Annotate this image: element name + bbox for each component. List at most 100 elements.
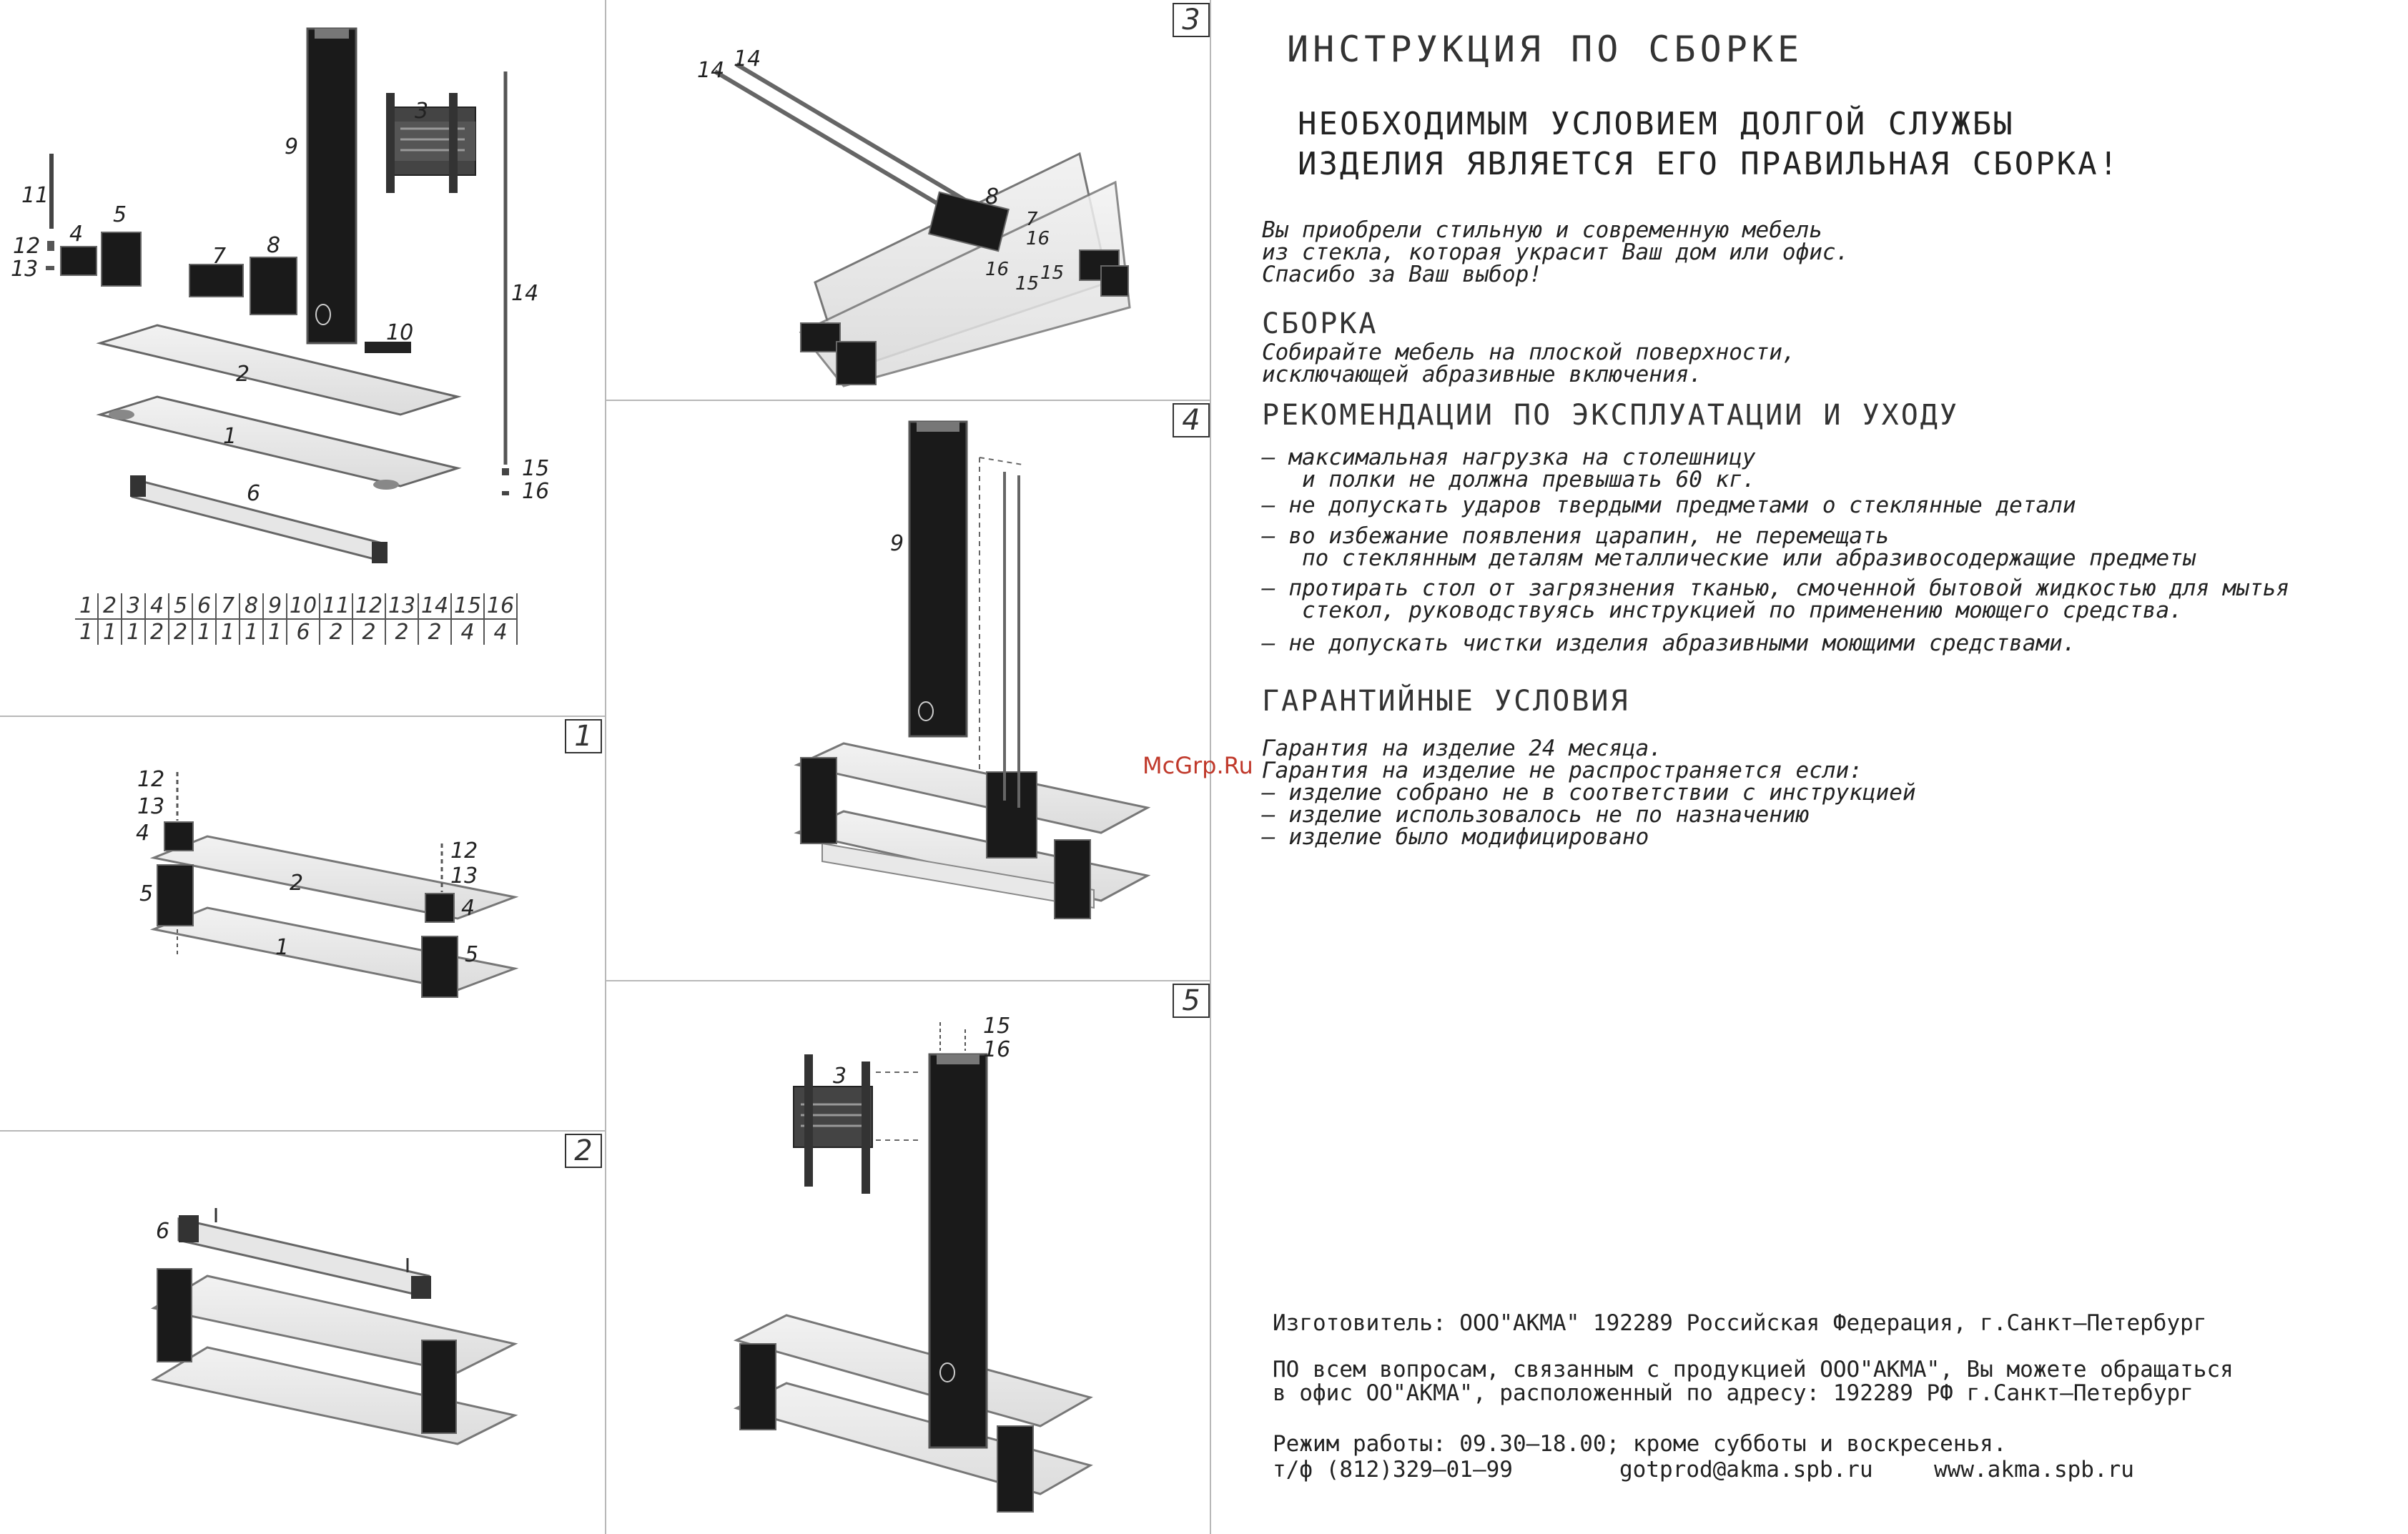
parts-table-number: 12 bbox=[353, 593, 386, 618]
step1-label-13: 13 bbox=[137, 794, 164, 819]
parts-table-number: 9 bbox=[264, 593, 287, 618]
step-5-drawing bbox=[733, 1022, 1093, 1513]
document-title: ИНСТРУКЦИЯ ПО СБОРКЕ bbox=[1287, 29, 1804, 70]
email: gotprod@akma.spb.ru bbox=[1619, 1457, 1873, 1483]
parts-table-quantity: 4 bbox=[485, 620, 518, 645]
parts-table-number: 1 bbox=[75, 593, 99, 618]
step-1-frame bbox=[0, 717, 606, 1132]
care-item-2: – не допускать ударов твердыми предметам… bbox=[1262, 493, 2076, 518]
step-3-frame bbox=[606, 0, 1211, 401]
parts-table-number: 11 bbox=[320, 593, 353, 618]
step1-label-1: 1 bbox=[275, 935, 289, 960]
step4-label-9: 9 bbox=[890, 531, 904, 556]
step3-label-16b: 16 bbox=[985, 259, 1009, 280]
step3-label-16: 16 bbox=[1026, 228, 1050, 249]
label-12: 12 bbox=[13, 234, 40, 259]
intro-text: Вы приобрели стильную и современную мебе… bbox=[1262, 217, 1850, 287]
parts-table-number: 8 bbox=[240, 593, 264, 618]
step3-label-15b: 15 bbox=[1015, 273, 1039, 295]
step1-label-13b: 13 bbox=[450, 864, 478, 889]
parts-table-number: 6 bbox=[193, 593, 217, 618]
parts-table-number: 16 bbox=[485, 593, 518, 618]
step3-label-14b: 14 bbox=[734, 46, 761, 71]
step1-label-5: 5 bbox=[139, 881, 153, 906]
parts-table-quantity: 2 bbox=[419, 620, 452, 645]
warranty-text: Гарантия на изделие 24 месяца. Гарантия … bbox=[1262, 736, 1916, 850]
part-16-washer bbox=[502, 491, 509, 495]
watermark: McGrp.Ru bbox=[1143, 752, 1253, 779]
step3-label-7: 7 bbox=[1026, 209, 1038, 230]
step1-label-12: 12 bbox=[137, 767, 164, 792]
step1-label-4b: 4 bbox=[461, 896, 475, 921]
website: www.akma.spb.ru bbox=[1934, 1457, 2134, 1483]
step-4-frame bbox=[606, 401, 1211, 981]
part-13-washer bbox=[46, 266, 54, 270]
working-hours: Режим работы: 09.30–18.00; кроме субботы… bbox=[1273, 1431, 2007, 1457]
step3-label-8: 8 bbox=[985, 184, 999, 209]
care-item-4: – протирать стол от загрязнения тканью, … bbox=[1262, 575, 2290, 623]
step3-label-15: 15 bbox=[1040, 262, 1064, 284]
part-7-block bbox=[189, 264, 244, 297]
parts-table-number: 7 bbox=[217, 593, 240, 618]
parts-table-quantity: 1 bbox=[75, 620, 99, 645]
part-15-screw bbox=[502, 468, 509, 475]
parts-table-number: 14 bbox=[419, 593, 452, 618]
step-3-drawing bbox=[714, 62, 1131, 387]
assembly-heading: СБОРКА bbox=[1262, 307, 1378, 340]
parts-overview-frame bbox=[0, 0, 606, 717]
parts-table-quantity: 6 bbox=[287, 620, 320, 645]
label-4: 4 bbox=[69, 222, 83, 247]
step-number-5: 5 bbox=[1173, 984, 1210, 1018]
label-15: 15 bbox=[522, 456, 549, 481]
care-item-3: – во избежание появления царапин, не пер… bbox=[1262, 523, 2196, 571]
step-5-frame bbox=[606, 981, 1211, 1534]
label-8: 8 bbox=[267, 233, 280, 258]
parts-table-quantity: 1 bbox=[193, 620, 217, 645]
part-9-column bbox=[306, 27, 357, 345]
step5-label-15: 15 bbox=[983, 1014, 1010, 1039]
label-9: 9 bbox=[285, 134, 298, 159]
step1-label-5b: 5 bbox=[465, 942, 478, 967]
contact-text: ПО всем вопросам, связанным с продукцией… bbox=[1273, 1357, 2234, 1406]
label-11: 11 bbox=[21, 183, 49, 208]
parts-table-quantity: 1 bbox=[99, 620, 122, 645]
care-item-5: – не допускать чистки изделия абразивным… bbox=[1262, 630, 2076, 656]
label-16: 16 bbox=[522, 479, 549, 504]
part-3-tv-bracket bbox=[386, 93, 476, 193]
parts-table-quantity: 2 bbox=[386, 620, 419, 645]
care-item-1: – максимальная нагрузка на столешницу и … bbox=[1262, 445, 1756, 493]
label-14: 14 bbox=[511, 281, 538, 306]
parts-table-quantity: 4 bbox=[452, 620, 485, 645]
step2-label-6: 6 bbox=[156, 1219, 169, 1244]
label-2: 2 bbox=[236, 362, 250, 387]
step-1-drawing bbox=[149, 772, 519, 998]
parts-table-quantity: 2 bbox=[146, 620, 169, 645]
step1-label-2: 2 bbox=[290, 871, 303, 896]
care-heading: РЕКОМЕНДАЦИИ ПО ЭКСПЛУАТАЦИИ И УХОДУ bbox=[1262, 399, 1959, 432]
parts-table-quantity: 2 bbox=[353, 620, 386, 645]
step1-label-12b: 12 bbox=[450, 838, 478, 864]
step-2-drawing bbox=[150, 1208, 518, 1445]
part-1-glass-shelf bbox=[96, 395, 462, 488]
parts-table-quantity: 2 bbox=[169, 620, 193, 645]
label-10: 10 bbox=[386, 320, 413, 345]
label-3: 3 bbox=[415, 99, 428, 124]
part-4-small-block bbox=[60, 246, 97, 276]
label-13: 13 bbox=[11, 257, 38, 282]
step-number-3: 3 bbox=[1173, 3, 1210, 37]
parts-table-number: 3 bbox=[122, 593, 146, 618]
part-5-block bbox=[101, 232, 142, 287]
label-1: 1 bbox=[223, 424, 237, 449]
parts-table-number: 15 bbox=[452, 593, 485, 618]
step-4-drawing bbox=[794, 420, 1151, 919]
phone: т/ф (812)329–01–99 bbox=[1273, 1457, 1513, 1483]
parts-table-quantity: 1 bbox=[264, 620, 287, 645]
parts-table-number: 13 bbox=[386, 593, 419, 618]
part-8-block bbox=[250, 257, 297, 315]
parts-table-number: 2 bbox=[99, 593, 122, 618]
step5-label-3: 3 bbox=[833, 1064, 847, 1089]
parts-table-quantity: 2 bbox=[320, 620, 353, 645]
part-12-screw bbox=[47, 241, 54, 251]
